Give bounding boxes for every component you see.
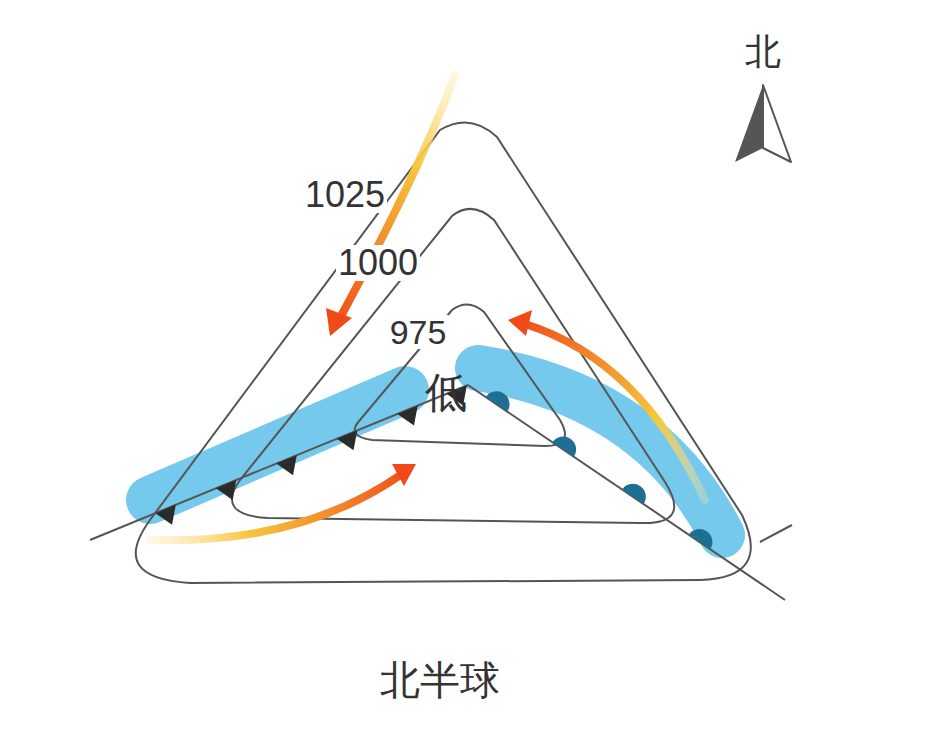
low-pressure-center: 低 xyxy=(425,372,467,414)
arrowhead xyxy=(392,464,416,486)
warm-front-line xyxy=(468,385,785,600)
cold-front-band xyxy=(150,390,405,500)
warm-front-semicircle xyxy=(486,386,515,411)
north-label: 北 xyxy=(745,34,781,70)
warm-front-semicircle xyxy=(622,479,651,504)
cold-front-triangle xyxy=(337,430,357,450)
caption: 北半球 xyxy=(380,660,500,700)
arrowhead xyxy=(508,310,532,336)
isobar-value: 1025 xyxy=(303,177,387,213)
isobar-value: 1000 xyxy=(336,245,420,281)
cold-front-triangle xyxy=(155,505,175,525)
warm-front-band xyxy=(478,368,722,535)
isobar-stub xyxy=(760,525,792,542)
north-arrow xyxy=(763,85,791,162)
arrowhead xyxy=(326,308,352,336)
warm-front-semicircle xyxy=(552,431,581,456)
cold-front-line xyxy=(90,385,468,540)
cold-front-triangle xyxy=(216,480,236,500)
wind-arrow xyxy=(525,324,705,500)
isobar-value: 975 xyxy=(388,315,449,349)
warm-front-semicircle xyxy=(689,524,718,549)
cold-front-triangle xyxy=(276,455,296,475)
north-arrow xyxy=(735,85,763,162)
wind-arrow xyxy=(150,474,402,540)
cold-front-triangle xyxy=(397,406,417,426)
warm-front-symbols xyxy=(486,386,718,549)
cold-front-symbols xyxy=(155,385,466,524)
